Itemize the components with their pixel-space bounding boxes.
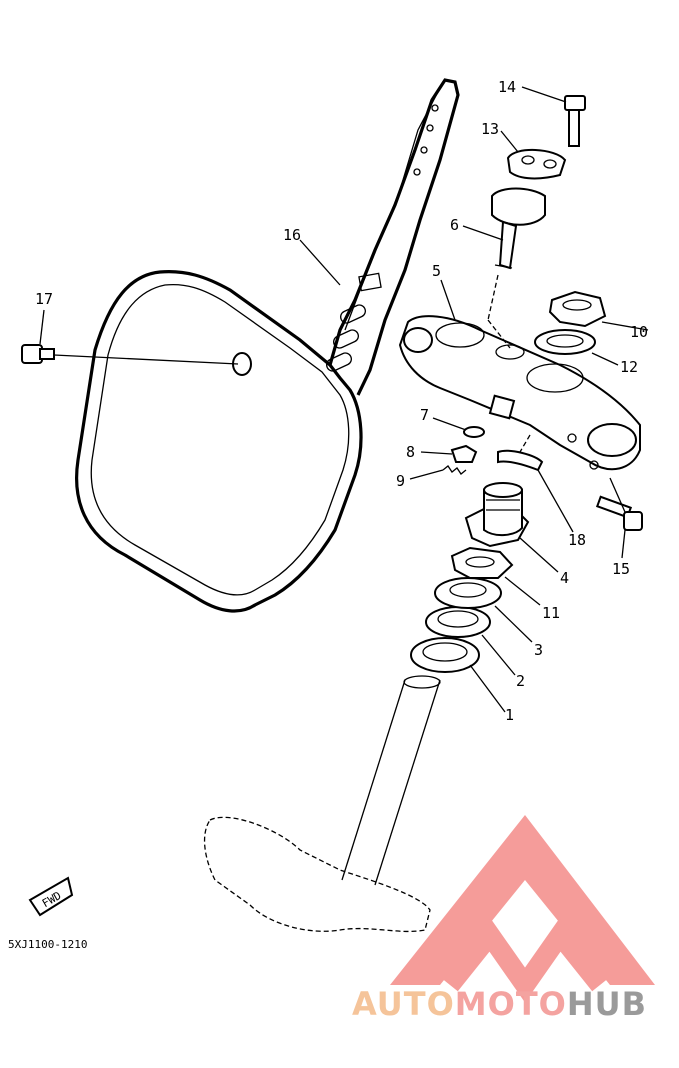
callout-8: 8	[406, 443, 415, 461]
callout-7: 7	[420, 406, 429, 424]
callout-17: 17	[35, 290, 53, 308]
callout-2: 2	[516, 672, 525, 690]
leader-lines	[39, 86, 649, 713]
callout-5: 5	[432, 262, 441, 280]
callout-14: 14	[498, 78, 516, 96]
watermark-hub: HUB	[567, 985, 647, 1023]
watermark-moto: MOTO	[455, 985, 567, 1023]
callout-11: 11	[542, 604, 560, 622]
fwd-marker: FWD	[28, 876, 74, 917]
callout-4: 4	[560, 569, 569, 587]
clip	[497, 449, 544, 472]
callout-10: 10	[630, 323, 648, 341]
watermark-logo	[390, 815, 655, 1003]
plate-bolt	[21, 344, 239, 365]
holder-bolt	[564, 95, 586, 147]
upper-bracket	[398, 315, 641, 471]
svg-text:AUTOMOTOHUB: AUTOMOTOHUB	[352, 985, 647, 1023]
callout-labels: 14 13 6 5 16 17 10 12 7 8 9 18 15 4 11 3…	[35, 78, 648, 724]
callout-15: 15	[612, 560, 630, 578]
handlebar-holder	[491, 187, 546, 270]
watermark-triangle-icon	[390, 815, 655, 985]
steering-stem	[203, 675, 441, 933]
diagram-code: 5XJ1100-1210	[8, 938, 87, 951]
watermark-inner-m-icon	[442, 918, 608, 1003]
callout-6: 6	[450, 216, 459, 234]
callout-12: 12	[620, 358, 638, 376]
upper-holder	[506, 148, 567, 180]
callout-1: 1	[505, 706, 514, 724]
callout-9: 9	[396, 472, 405, 490]
watermark-auto: AUTO	[352, 985, 455, 1023]
callout-16: 16	[283, 226, 301, 244]
washer-and-nut	[534, 290, 607, 355]
small-hardware	[442, 426, 485, 475]
callout-3: 3	[534, 641, 543, 659]
callout-13: 13	[481, 120, 499, 138]
callout-18: 18	[568, 531, 586, 549]
watermark-text: AUTOMOTOHUB	[352, 985, 647, 1023]
number-plate	[75, 78, 460, 613]
pinch-bolt	[595, 495, 643, 531]
bearing-stack	[410, 482, 530, 673]
